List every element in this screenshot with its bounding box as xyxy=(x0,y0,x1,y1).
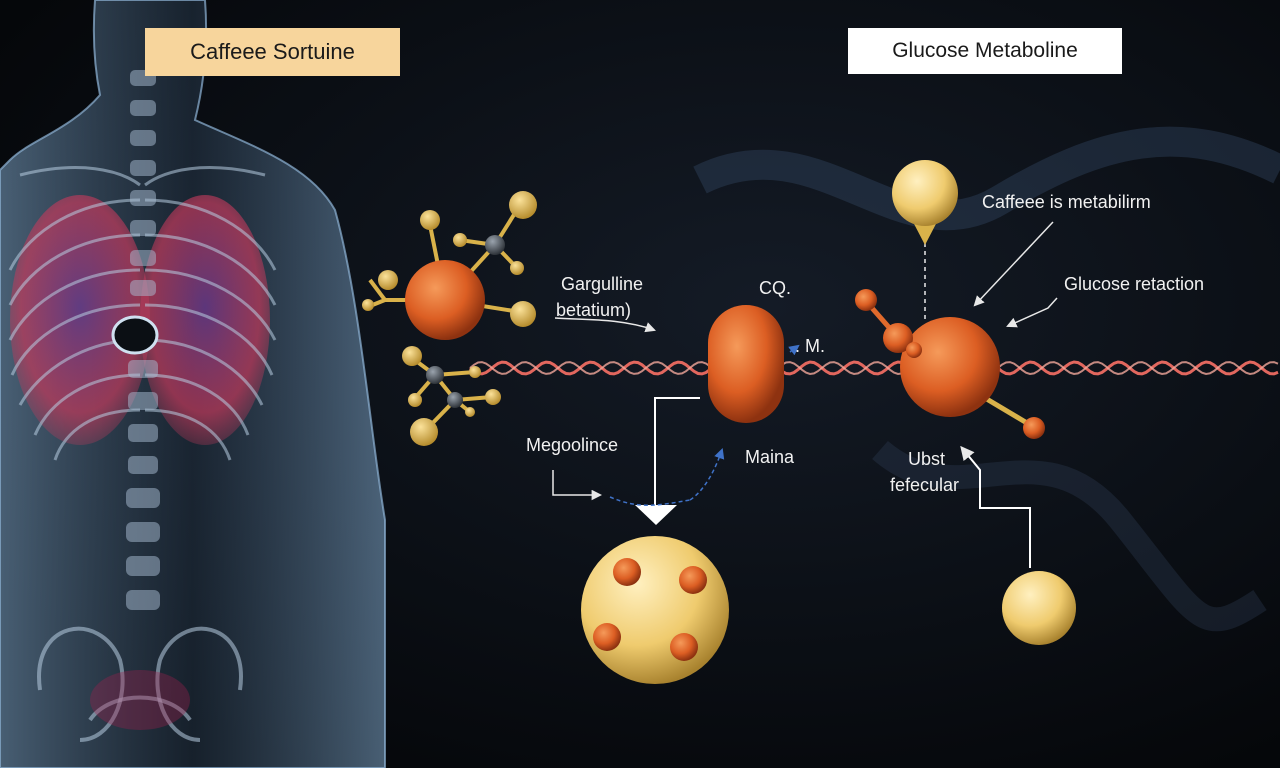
pelvic-glow xyxy=(90,670,190,730)
arrow-megoolince xyxy=(552,470,603,501)
arrow-glucose-retaction xyxy=(1006,297,1058,328)
title-right-text: Glucose Metaboline xyxy=(892,39,1078,62)
yellow-sphere-bottom xyxy=(1002,571,1076,645)
caffeine-molecule-cluster xyxy=(362,191,537,446)
right-lung xyxy=(140,195,270,445)
dna-helix xyxy=(469,360,1279,376)
rib-cage xyxy=(8,166,277,461)
label-maina: Maina xyxy=(745,447,795,467)
label-caffeee-metabilirm: Caffeee is metabilirm xyxy=(982,192,1151,212)
arrow-maina xyxy=(689,448,725,501)
label-fefecular: fefecular xyxy=(890,475,960,495)
label-ubst: Ubst xyxy=(908,449,946,469)
left-lung xyxy=(10,195,150,445)
central-atom xyxy=(405,260,485,340)
label-gargulline: Gargulline xyxy=(561,274,644,294)
label-m: . M. xyxy=(795,336,825,356)
smoke-wisp xyxy=(872,440,1267,632)
arrow-fefecular xyxy=(960,445,1031,568)
big-down-arrow xyxy=(635,505,677,525)
human-body-illustration xyxy=(0,0,386,768)
title-left-text: Caffeee Sortuine xyxy=(190,39,355,64)
pelvis xyxy=(37,626,243,742)
arrow-caffeee-metabilirm xyxy=(973,221,1054,307)
label-megoolince: Megoolince xyxy=(526,435,619,455)
arrow-betatium xyxy=(554,317,656,333)
label-cq: CQ. xyxy=(759,278,792,298)
heart-node xyxy=(111,315,159,355)
fat-cell xyxy=(581,536,729,684)
label-betatium: betatium) xyxy=(556,300,632,320)
arrows xyxy=(552,221,1058,568)
glucose-molecule xyxy=(855,235,1045,439)
spine xyxy=(126,70,160,610)
title-glucose-metaboline: Glucose Metaboline xyxy=(848,28,1122,74)
yellow-droplet-top xyxy=(892,160,958,245)
label-glucose-retaction: Glucose retaction xyxy=(1064,274,1205,294)
orange-capsule xyxy=(708,305,784,423)
title-caffeee-sortuine: Caffeee Sortuine xyxy=(145,28,400,76)
smoke-wisp xyxy=(693,126,1280,231)
